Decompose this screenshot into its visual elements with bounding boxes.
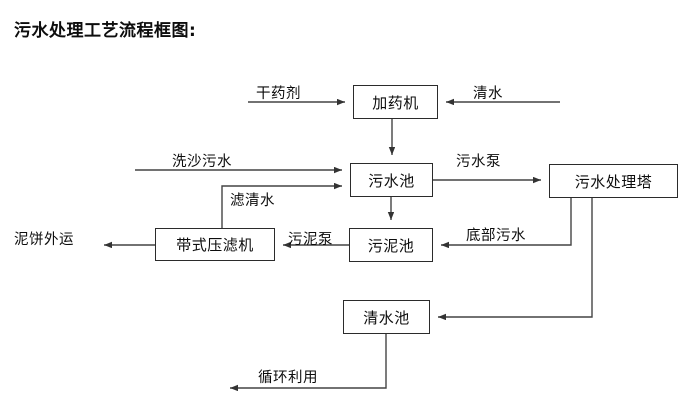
node-dosing-machine[interactable]: 加药机 xyxy=(353,85,438,119)
node-wastewater-pool-label: 污水池 xyxy=(368,171,415,190)
connector-clearwater-pool-to-recycle xyxy=(230,334,387,392)
edge-label-recycle-reuse: 循环利用 xyxy=(258,370,318,386)
page-title: 污水处理工艺流程框图: xyxy=(14,21,197,41)
node-wastewater-pool[interactable]: 污水池 xyxy=(350,163,433,197)
node-dosing-machine-label: 加药机 xyxy=(372,93,419,112)
node-belt-filter-press[interactable]: 带式压滤机 xyxy=(155,228,275,261)
node-treatment-tower-label: 污水处理塔 xyxy=(574,172,653,191)
edge-label-wastewater-pump: 污水泵 xyxy=(456,154,501,170)
edge-label-sand-wash-water: 洗沙污水 xyxy=(172,154,232,170)
node-sludge-pool-label: 污泥池 xyxy=(367,236,415,255)
node-treatment-tower[interactable]: 污水处理塔 xyxy=(549,164,678,198)
node-sludge-pool[interactable]: 污泥池 xyxy=(349,228,433,262)
node-clear-water-pool-label: 清水池 xyxy=(363,308,410,327)
edge-label-filtered-water: 滤清水 xyxy=(230,193,275,209)
node-belt-filter-press-label: 带式压滤机 xyxy=(176,236,254,254)
terminal-label-mud-cake-out: 泥饼外运 xyxy=(14,232,74,248)
edge-label-sludge-pump: 污泥泵 xyxy=(288,232,333,248)
connector-filterpress-to-wastewater-pool xyxy=(221,182,342,228)
connector-tower-to-clearwater-pool xyxy=(438,198,593,321)
edge-label-clean-water: 清水 xyxy=(473,86,503,102)
connector-tower-to-sludge-pool xyxy=(441,198,572,249)
edge-label-dry-chemical: 干药剂 xyxy=(256,86,301,102)
node-clear-water-pool[interactable]: 清水池 xyxy=(343,300,430,334)
edge-label-bottom-wastewater: 底部污水 xyxy=(466,228,526,244)
